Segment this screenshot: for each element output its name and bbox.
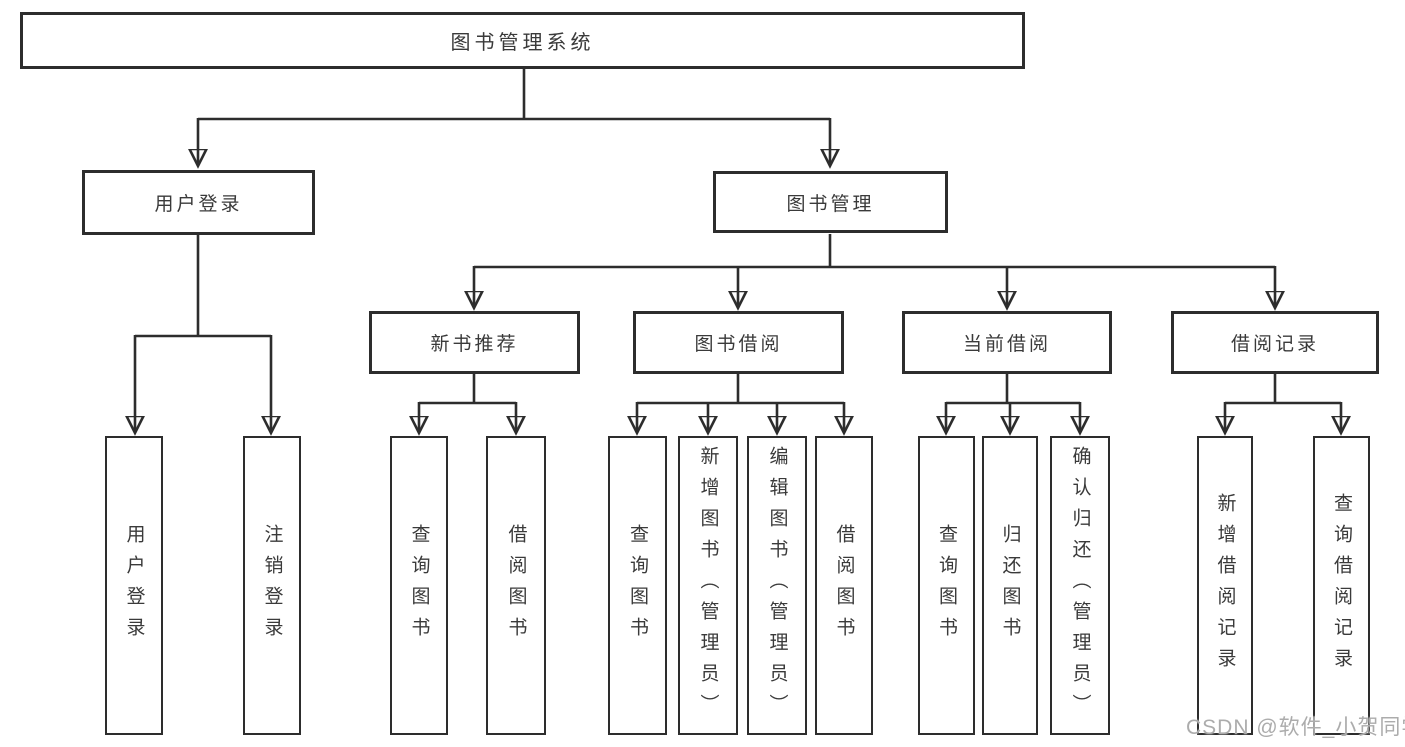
leaf-cb-confirm-return-admin-label: 确认归还（管理员） <box>1069 446 1091 725</box>
node-borrowing-records-label: 借阅记录 <box>1230 334 1319 355</box>
node-book-management-label: 图书管理 <box>786 193 875 215</box>
connector-book-borrowing-trunk-and-bar <box>637 374 844 405</box>
leaf-cb-return-books-label: 归还图书 <box>999 523 1021 648</box>
connector-root-trunk-and-bar <box>198 69 830 121</box>
leaf-bb-borrow-books-label: 借阅图书 <box>833 523 855 648</box>
node-current-borrowing-label: 当前借阅 <box>962 334 1051 355</box>
leaf-cb-query-books: 查询图书 <box>918 436 975 735</box>
leaf-bb-add-books-admin: 新增图书（管理员） <box>678 436 738 735</box>
node-new-book-recommend: 新书推荐 <box>369 311 580 374</box>
connector-user-login-trunk-and-bar <box>135 235 271 338</box>
node-book-borrowing-label: 图书借阅 <box>694 334 783 355</box>
node-root-label: 图书管理系统 <box>450 32 595 54</box>
connector-book-management-trunk-and-bar <box>474 234 1275 269</box>
leaf-bb-query-books-label: 查询图书 <box>627 523 648 648</box>
leaf-user-login: 用户登录 <box>105 436 163 735</box>
node-user-login: 用户登录 <box>82 170 315 235</box>
leaf-bb-edit-books-admin: 编辑图书（管理员） <box>747 436 807 735</box>
leaf-bb-borrow-books: 借阅图书 <box>815 436 873 735</box>
leaf-nbr-borrow-books-label: 借阅图书 <box>505 523 527 648</box>
connector-new-book-recommend-trunk-and-bar <box>419 374 516 405</box>
leaf-nbr-borrow-books: 借阅图书 <box>486 436 546 735</box>
leaf-bb-add-books-admin-label: 新增图书（管理员） <box>697 446 719 725</box>
leaf-logout: 注销登录 <box>243 436 301 735</box>
node-book-management: 图书管理 <box>713 171 948 233</box>
node-user-login-label: 用户登录 <box>154 194 243 215</box>
leaf-br-add-borrow-record-label: 新增借阅记录 <box>1214 492 1236 679</box>
leaf-br-query-borrow-record: 查询借阅记录 <box>1313 436 1370 735</box>
node-new-book-recommend-label: 新书推荐 <box>430 334 519 355</box>
node-current-borrowing: 当前借阅 <box>902 311 1112 374</box>
node-book-borrowing: 图书借阅 <box>633 311 844 374</box>
leaf-br-add-borrow-record: 新增借阅记录 <box>1197 436 1253 735</box>
leaf-logout-label: 注销登录 <box>261 523 283 648</box>
leaf-cb-return-books: 归还图书 <box>982 436 1038 735</box>
leaf-cb-query-books-label: 查询图书 <box>936 523 957 648</box>
node-borrowing-records: 借阅记录 <box>1171 311 1379 374</box>
leaf-nbr-query-books: 查询图书 <box>390 436 448 735</box>
csdn-watermark: CSDN @软件_小贺同学 <box>1186 716 1405 739</box>
leaf-cb-confirm-return-admin: 确认归还（管理员） <box>1050 436 1110 735</box>
leaf-user-login-label: 用户登录 <box>123 523 145 648</box>
leaf-br-query-borrow-record-label: 查询借阅记录 <box>1331 492 1352 679</box>
leaf-nbr-query-books-label: 查询图书 <box>408 523 430 648</box>
connector-borrowing-records-trunk-and-bar <box>1225 374 1341 405</box>
leaf-bb-edit-books-admin-label: 编辑图书（管理员） <box>766 446 788 725</box>
connector-current-borrowing-trunk-and-bar <box>946 374 1080 405</box>
leaf-bb-query-books: 查询图书 <box>608 436 667 735</box>
node-root: 图书管理系统 <box>20 12 1025 69</box>
